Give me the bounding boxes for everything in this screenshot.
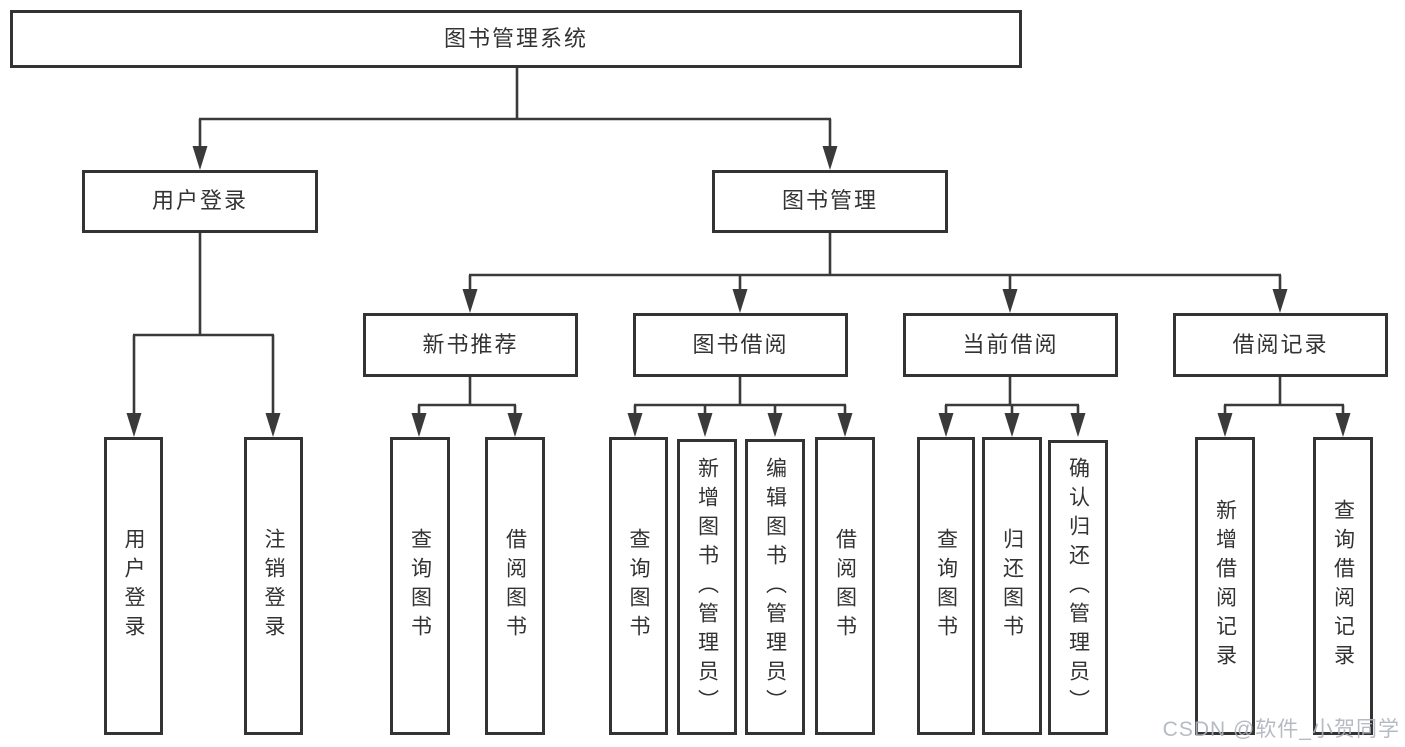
leaf-query-books-current-label: 查询图书 (934, 528, 958, 644)
leaf-user-login-label: 用户登录 (122, 528, 145, 644)
connector-line-group (132, 68, 1345, 418)
node-new-book-recommend: 新书推荐 (363, 313, 578, 377)
leaf-confirm-return-admin-label: 确认归还（管理员） (1066, 457, 1090, 718)
node-borrow-records-label: 借阅记录 (1232, 331, 1329, 357)
node-root-label: 图书管理系统 (443, 25, 588, 51)
leaf-borrow-books-recommend: 借阅图书 (485, 437, 545, 735)
leaf-add-borrow-record: 新增借阅记录 (1195, 437, 1255, 735)
leaf-query-books-recommend: 查询图书 (390, 437, 450, 735)
leaf-add-book-admin: 新增图书（管理员） (677, 439, 737, 735)
csdn-watermark: CSDN @软件_小贺同学 (1162, 718, 1400, 741)
leaf-add-book-admin-label: 新增图书（管理员） (695, 456, 719, 718)
leaf-borrow-books-recommend-label: 借阅图书 (503, 528, 527, 644)
leaf-query-borrow-record-label: 查询借阅记录 (1331, 499, 1355, 673)
leaf-borrow-books-borrow-label: 借阅图书 (833, 528, 857, 644)
leaf-user-login: 用户登录 (104, 437, 163, 735)
node-book-management-label: 图书管理 (781, 188, 878, 214)
leaf-edit-book-admin: 编辑图书（管理员） (745, 439, 805, 735)
node-book-management: 图书管理 (712, 170, 948, 233)
node-root: 图书管理系统 (10, 10, 1022, 68)
leaf-edit-book-admin-label: 编辑图书（管理员） (763, 456, 787, 718)
leaf-query-books-current: 查询图书 (917, 437, 975, 735)
leaf-logout: 注销登录 (244, 437, 303, 735)
leaf-return-books: 归还图书 (982, 437, 1042, 735)
node-user-login: 用户登录 (82, 170, 318, 233)
node-borrow-records: 借阅记录 (1173, 313, 1388, 377)
leaf-borrow-books-borrow: 借阅图书 (815, 437, 875, 735)
node-book-borrowing: 图书借阅 (633, 313, 848, 377)
leaf-confirm-return-admin: 确认归还（管理员） (1048, 440, 1108, 735)
arrowhead-icons (126, 146, 1351, 437)
node-new-book-recommend-label: 新书推荐 (422, 331, 519, 357)
leaf-query-borrow-record: 查询借阅记录 (1313, 437, 1373, 735)
leaf-logout-label: 注销登录 (262, 528, 285, 644)
node-user-login-label: 用户登录 (151, 188, 248, 214)
leaf-query-books-recommend-label: 查询图书 (408, 528, 432, 644)
leaf-add-borrow-record-label: 新增借阅记录 (1213, 499, 1237, 673)
leaf-query-books-borrow: 查询图书 (609, 437, 668, 735)
leaf-return-books-label: 归还图书 (1000, 528, 1024, 644)
leaf-query-books-borrow-label: 查询图书 (627, 528, 650, 644)
node-book-borrowing-label: 图书借阅 (692, 331, 789, 357)
node-current-borrowing-label: 当前借阅 (962, 331, 1059, 357)
node-current-borrowing: 当前借阅 (903, 313, 1118, 377)
